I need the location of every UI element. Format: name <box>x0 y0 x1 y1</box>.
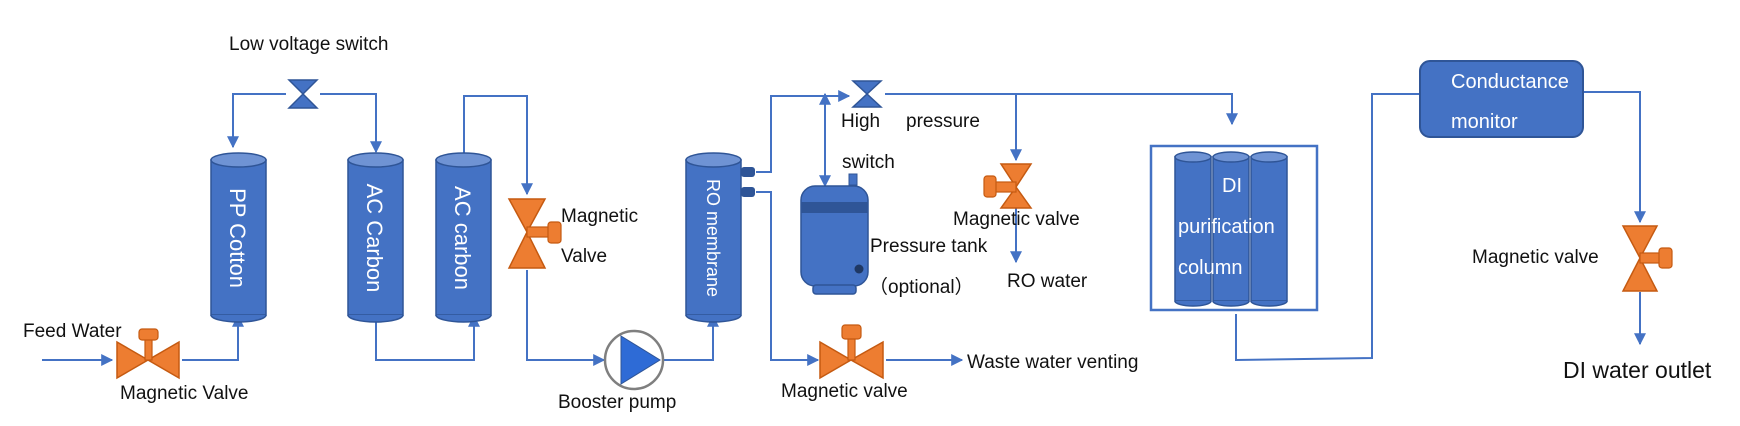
ac-carbon-2-label: AC carbon <box>450 186 475 290</box>
di-water-outlet-label: DI water outlet <box>1563 357 1712 383</box>
magnetic-valve-waste-label: Magnetic valve <box>781 381 908 402</box>
magnetic-valve-di-label: Magnetic valve <box>1472 247 1599 268</box>
magnetic-valve-feed[interactable] <box>116 328 180 380</box>
magnetic-valve-di[interactable] <box>1621 225 1673 292</box>
magnetic-2-label-2: Valve <box>561 246 607 267</box>
high-pressure-label-2: switch <box>842 152 895 173</box>
pump-icon <box>620 335 661 385</box>
di-column-label-3: column <box>1178 257 1242 279</box>
pipe-ro-to-hps <box>756 90 851 173</box>
pipes <box>42 90 1646 366</box>
conductance-label-1: Conductance <box>1451 71 1569 93</box>
pipe-ro-to-waste <box>756 191 820 366</box>
pipe-valve-to-pp <box>182 314 244 361</box>
ac-carbon-1-label: AC Carbon <box>362 184 387 293</box>
ro-water-label: RO water <box>1007 271 1088 292</box>
pipe-lvs-left <box>227 93 286 149</box>
pressure-tank-label-1: Pressure tank <box>870 236 988 257</box>
ro-outlet-top <box>741 167 755 177</box>
booster-pump-label: Booster pump <box>558 392 676 413</box>
pipe-ac1-to-ac2 <box>375 314 480 361</box>
ro-membrane[interactable]: RO membrane <box>685 152 755 323</box>
magnetic-valve-feed-label: Magnetic Valve <box>120 383 249 404</box>
magnetic-2-label-1: Magnetic <box>561 206 638 227</box>
high-pressure-switch[interactable] <box>851 80 883 108</box>
pp-cotton-label: PP Cotton <box>225 188 250 288</box>
conductance-label-2: monitor <box>1451 111 1518 133</box>
conductance-monitor[interactable]: Conductance monitor <box>1419 60 1584 138</box>
pipe-hps-to-di <box>885 93 1238 126</box>
ac-carbon-filter-2[interactable]: AC carbon <box>435 152 492 323</box>
booster-pump[interactable] <box>603 329 665 391</box>
labels: Low voltage switch Feed Water Magnetic V… <box>23 34 1712 413</box>
low-voltage-switch-label: Low voltage switch <box>229 34 388 55</box>
pp-cotton-filter[interactable]: PP Cotton <box>210 152 267 323</box>
pipe-monitor-to-valve <box>1584 91 1646 224</box>
ro-membrane-label: RO membrane <box>703 179 723 297</box>
magnetic-valve-ro[interactable] <box>983 163 1033 209</box>
di-column-label-2: purification <box>1178 216 1275 238</box>
magnetic-valve-waste[interactable] <box>819 324 884 380</box>
di-purification-column[interactable]: DI purification column <box>1149 144 1319 312</box>
pipe-ac2-to-valve <box>463 95 533 196</box>
high-pressure-label-1b: pressure <box>906 111 980 132</box>
pipe-valve-to-pump <box>526 270 606 366</box>
pipe-pump-to-ro <box>664 314 719 361</box>
di-column-label-1: DI <box>1222 175 1242 197</box>
feed-water-label: Feed Water <box>23 321 122 342</box>
magnetic-valve-ro-label: Magnetic valve <box>953 209 1080 230</box>
high-pressure-label-1a: High <box>841 111 880 132</box>
pipe-lvs-right <box>320 93 382 154</box>
waste-water-label: Waste water venting <box>967 352 1138 373</box>
bowtie-switch-icon <box>851 80 883 108</box>
ac-carbon-filter-1[interactable]: AC Carbon <box>347 152 404 323</box>
magnetic-valve-2[interactable] <box>507 198 562 269</box>
low-voltage-switch[interactable] <box>287 79 319 109</box>
pressure-tank[interactable] <box>800 173 869 295</box>
bowtie-switch-icon <box>287 79 319 109</box>
pipe-di-to-monitor <box>1235 93 1419 362</box>
pressure-tank-label-2: （optional） <box>869 276 974 298</box>
ro-outlet-bottom <box>741 187 755 197</box>
